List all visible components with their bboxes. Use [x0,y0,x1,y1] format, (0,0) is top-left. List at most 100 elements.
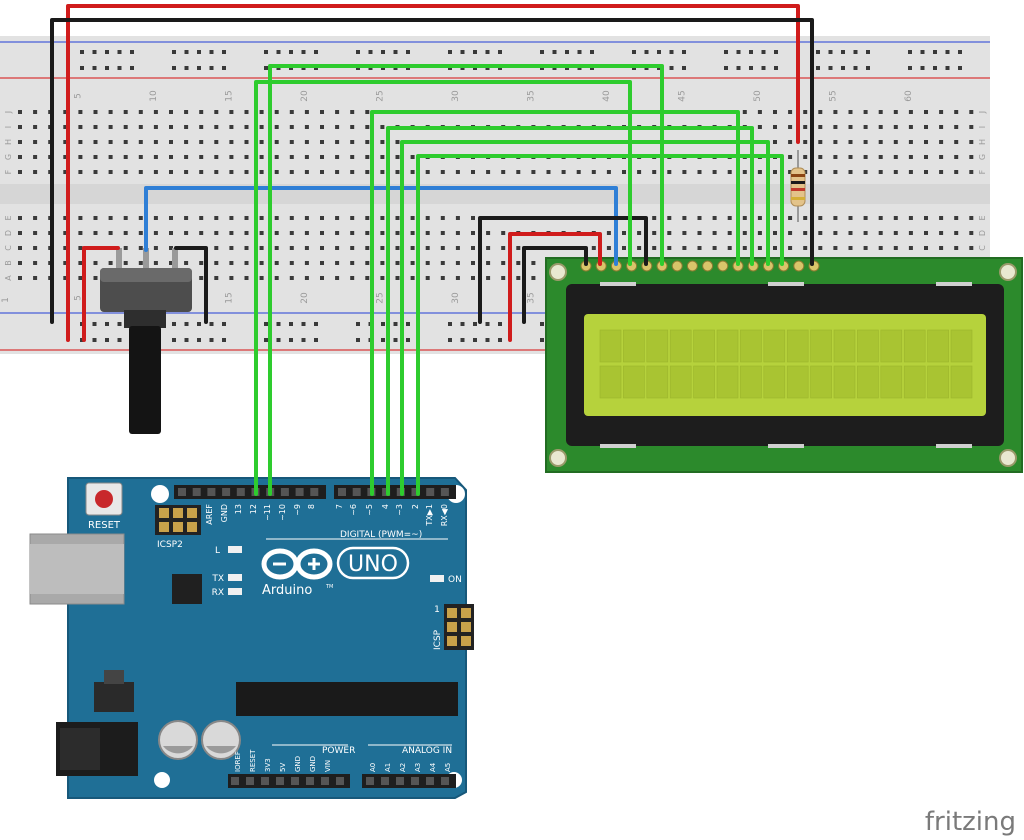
lcd-clip [936,282,972,286]
breadboard-hole [365,140,370,144]
pot-shaft[interactable] [129,326,161,434]
rail-hole [498,322,502,326]
rail-hole [301,50,306,54]
breadboard-hole [320,261,324,265]
breadboard-hole [848,170,853,174]
rail-hole [761,50,766,54]
breadboard-hole [33,246,38,250]
digital-pin-label: RX◀0 [440,504,449,526]
breadboard-hole [471,170,475,174]
breadboard-hole [757,170,762,174]
lcd-clip [600,282,636,286]
rail-hole [816,66,820,70]
breadboard-hole [803,155,808,159]
column-number: 60 [904,90,914,102]
header-pin [236,488,245,496]
breadboard-hole [123,170,128,174]
breadboard-hole [274,231,279,235]
rail-hole [460,338,465,342]
rail-hole [473,338,477,342]
breadboard-hole [486,246,491,250]
breadboard-hole [350,246,355,250]
row-letter: F [4,169,13,174]
digital-pin-label: GND [220,504,229,522]
breadboard-hole [742,231,747,235]
column-number: 15 [224,292,234,303]
lcd-cell [927,365,949,399]
breadboard-hole [591,246,596,250]
lcd-cell [833,365,856,399]
breadboard-hole [199,110,204,114]
rail-hole [381,338,385,342]
lcd-cell [857,365,879,399]
breadboard-hole [108,155,113,159]
breadboard-hole [788,246,793,250]
breadboard-hole [214,246,219,250]
breadboard-hole [244,216,249,220]
breadboard-hole [395,140,400,144]
rail-hole [381,322,385,326]
breadboard-hole [924,110,928,114]
lcd-mount-hole [549,263,567,281]
breadboard-hole [440,276,445,280]
breadboard-hole [229,170,234,174]
column-number: 15 [224,90,234,101]
breadboard-hole [169,231,173,235]
rail-hole [301,338,306,342]
potentiometer [100,248,192,434]
rail-hole [393,338,398,342]
header-pin [366,777,374,785]
uno-badge [336,546,410,580]
digital-pin-label: TX▶1 [425,504,434,527]
breadboard-hole [184,231,189,235]
breadboard-hole [229,231,234,235]
arduino-logo-icon [261,548,333,580]
breadboard-hole [455,170,460,174]
breadboard-hole [304,125,309,129]
breadboard-hole [214,261,219,265]
breadboard-hole [274,216,279,220]
column-number: 25 [375,292,385,303]
breadboard-hole [289,231,294,235]
rail-hole [828,66,833,70]
wire-green-d4 [370,110,740,496]
breadboard-hole [78,170,83,174]
breadboard-hole [184,261,189,265]
breadboard-hole [848,125,853,129]
row-letter: G [978,154,987,160]
breadboard-hole [380,216,385,220]
rail-hole [632,50,636,54]
breadboard-hole [818,170,823,174]
row-letter: C [978,245,987,251]
breadboard-hole [637,170,642,174]
reset-button-cap[interactable] [95,490,113,508]
power-jack-inner [60,728,100,770]
breadboard-hole [78,246,83,250]
breadboard-hole [395,261,400,265]
breadboard-hole [214,216,219,220]
breadboard-hole [954,110,959,114]
breadboard-hole [244,246,249,250]
breadboard-hole [893,231,898,235]
breadboard-hole [304,110,309,114]
rail-hole [314,338,318,342]
breadboard-hole [954,125,959,129]
column-number: 35 [526,90,536,101]
digital-pin-label: 2 [411,504,420,509]
digital-pin-label: AREF [205,504,214,525]
breadboard-hole [486,231,491,235]
digital-pin-label: ~9 [293,504,302,516]
breadboard-hole [350,155,355,159]
breadboard-hole [123,155,128,159]
breadboard-hole [63,170,68,174]
lcd-cell [669,365,692,399]
breadboard-hole [320,110,324,114]
breadboard-hole [244,170,249,174]
breadboard-hole [773,110,777,114]
breadboard-hole [667,231,672,235]
breadboard-hole [878,140,883,144]
rail-hole [682,50,686,54]
header-pin [178,488,186,496]
